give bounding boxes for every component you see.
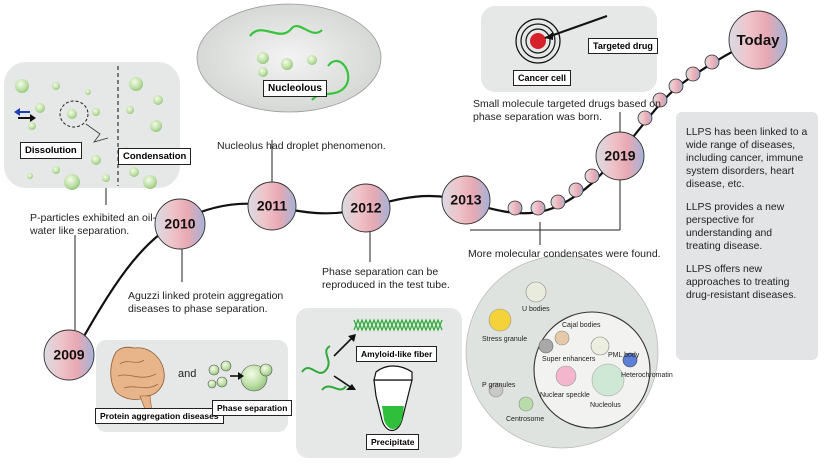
node-2010 [154,198,206,250]
centrosome-label: Centrosome [506,416,545,423]
bead [568,182,584,198]
caption-test-tube: Phase separation can be reproduced in th… [322,266,450,292]
bead [668,78,684,94]
heterochromatin-label: Heterochromatin [621,372,673,379]
node-2011 [247,181,297,231]
summary-paragraph-1: LLPS has been linked to a wide range of … [686,127,808,190]
year-today: Today [736,32,780,49]
llps-summary-panel: LLPS has been linked to a wide range of … [676,112,818,360]
caption-condensates: More molecular condensates were found. [468,248,661,260]
precipitate-label: Precipitate [366,434,420,450]
super-enhancers-label: Super enhancers [542,356,596,363]
node-today [728,10,788,70]
panel-2012-art [296,308,462,458]
bead [530,200,546,216]
cancer-cell-label: Cancer cell [513,70,572,86]
year-2013: 2013 [450,192,481,208]
bead [550,194,566,210]
summary-paragraph-3: LLPS offers new approaches to treating d… [686,264,797,301]
node-2009 [43,329,95,381]
panel-2009-art [4,62,180,190]
bead [584,168,600,184]
node-2012 [341,183,391,233]
p-granules-label: P granules [482,382,516,389]
cajal-label: Cajal bodies [562,322,601,329]
nucleolus-label: Nucleolus [590,402,621,409]
caption-aguzzi: Aguzzi linked protein aggregation diseas… [128,290,284,316]
caption-p-particles: P-particles exhibited an oil-water like … [30,212,157,238]
protein-aggregation-label: Protein aggregation diseases [95,408,224,424]
targeted-drug-label: Targeted drug [588,38,658,54]
year-2011: 2011 [257,198,288,214]
bead [507,200,523,216]
phase-separation-label: Phase separation [212,400,293,416]
panel-2013-art [465,255,659,449]
bead [652,92,668,108]
summary-paragraph-2: LLPS provides a new perspective for unde… [686,202,785,252]
bead [637,110,653,126]
caption-small-molecule: Small molecule targeted drugs based on p… [473,98,661,124]
dissolution-label: Dissolution [20,142,82,159]
condensation-label: Condensation [118,148,192,165]
stress-granule-label: Stress granule [482,336,528,343]
node-2013 [441,175,491,225]
node-2019 [595,131,645,181]
nuclear-speckle-label: Nuclear speckle [540,392,590,399]
amyloid-label: Amyloid-like fiber [356,346,438,362]
caption-nucleolus: Nucleolus had droplet phenomenon. [217,140,386,152]
year-2019: 2019 [604,148,635,164]
and-label: and [178,368,197,380]
pml-label: PML body [608,352,640,359]
year-2012: 2012 [350,200,381,216]
bead [704,54,720,70]
bead [685,66,701,82]
nucleolous-label: Nucleolous [263,80,327,97]
year-2010: 2010 [164,216,195,232]
year-2009: 2009 [53,347,84,363]
u-bodies-label: U bodies [522,306,550,313]
